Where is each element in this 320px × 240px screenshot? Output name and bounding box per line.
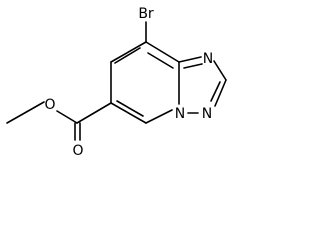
bond-c5-n4: [145, 109, 173, 124]
atom-n3-label: N: [202, 106, 212, 122]
atom-o-ester-label: O: [44, 97, 55, 113]
atom-o-carbonyl-label: O: [72, 143, 83, 159]
bond-c8a-n1: [178, 56, 202, 63]
chemical-structure-diagram: Br N N N O O: [6, 6, 227, 159]
bond-n1-c2: [213, 60, 227, 81]
bond-c8a-c8: [145, 41, 180, 63]
atom-n1-label: N: [203, 51, 213, 67]
bond-c2-n3: [214, 79, 227, 107]
atom-br-label: Br: [138, 6, 154, 22]
bond-c8-c7: [110, 41, 147, 63]
bond-c2-n3-double: [210, 81, 221, 102]
bond-c7-c8-double: [114, 47, 141, 64]
bond-c6-c-carbonyl: [76, 102, 112, 124]
bond-c6-c5-double: [116, 100, 144, 117]
bond-c8a-n1-double: [183, 63, 203, 69]
bond-c-carbonyl-o-ester: [56, 110, 78, 124]
bond-o-ester-methyl: [6, 101, 45, 124]
bond-c8a-c8-double: [147, 52, 174, 69]
atom-n4-label: N: [175, 106, 185, 122]
bond-c6-c5: [110, 102, 147, 124]
